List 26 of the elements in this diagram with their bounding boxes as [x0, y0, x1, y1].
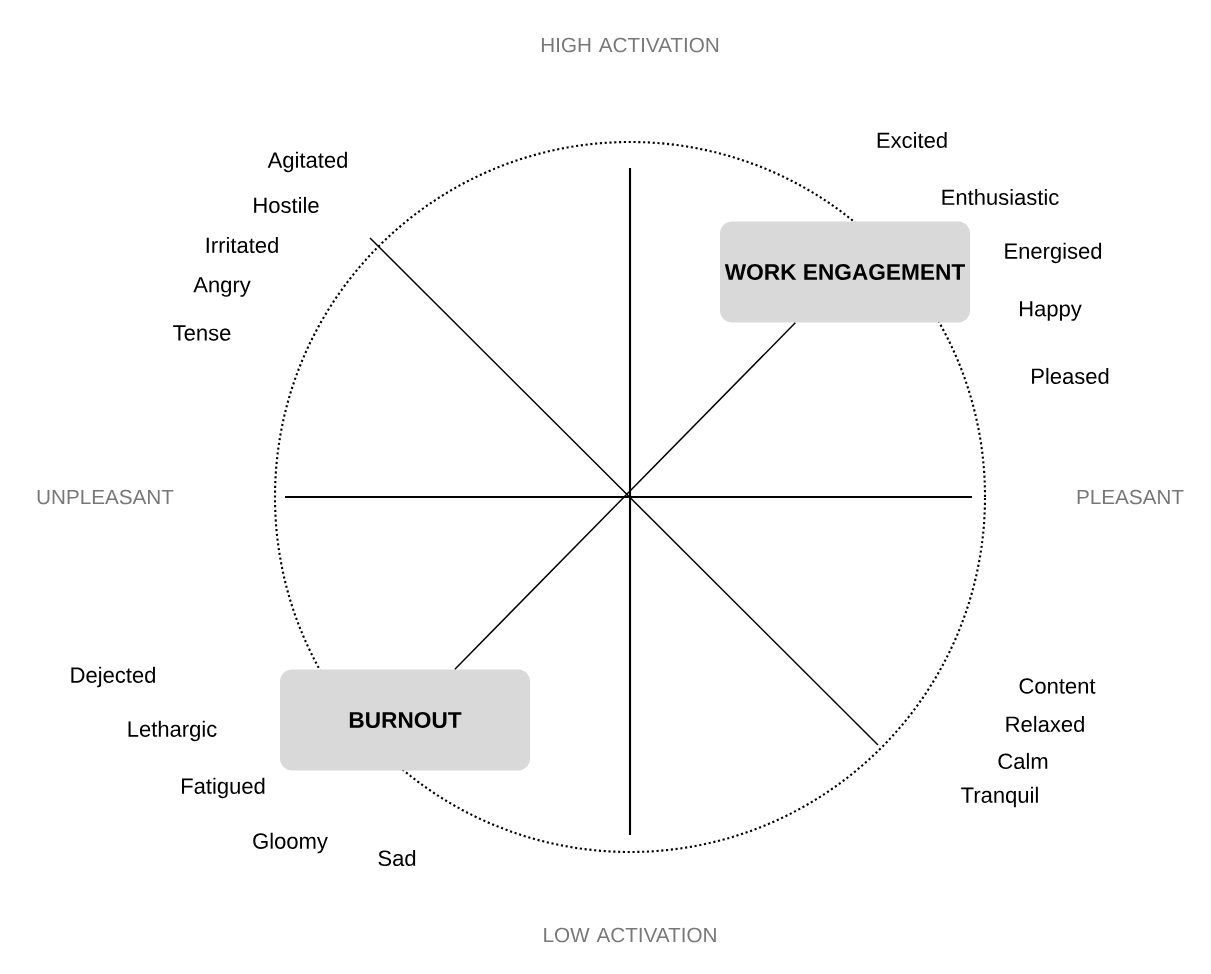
axis-label: LOW ACTIVATION: [544, 927, 716, 943]
emotion-label: Enthusiastic: [942, 188, 1059, 206]
emotion-label: Lethargic: [128, 720, 217, 742]
emotion-label: Dejected: [71, 666, 155, 688]
axis-label: UNPLEASANT: [37, 489, 174, 505]
emotion-label: Fatigued: [182, 777, 265, 799]
emotion-label: Excited: [877, 131, 947, 149]
state-box: WORK ENGAGEMENT: [720, 221, 970, 323]
axis-label: HIGH ACTIVATION: [541, 37, 719, 53]
emotion-label: Relaxed: [1006, 715, 1084, 733]
emotion-label: Happy: [1020, 301, 1082, 321]
emotion-label: Tranquil: [961, 786, 1038, 808]
emotion-label: Gloomy: [253, 832, 328, 854]
diagonal-line: [454, 322, 797, 670]
emotion-label: Hostile: [254, 196, 319, 214]
emotion-label: Pleased: [1032, 367, 1109, 385]
emotion-label: Sad: [378, 849, 416, 867]
emotion-label: Energised: [1005, 242, 1102, 264]
emotion-label: Irritated: [206, 236, 278, 254]
emotion-label: Calm: [998, 752, 1048, 770]
axis-label: PLEASANT: [1077, 489, 1184, 505]
emotion-label: Angry: [193, 277, 251, 297]
state-box: BURNOUT: [280, 669, 530, 771]
emotion-label: Content: [1019, 678, 1096, 694]
emotion-label: Tense: [173, 325, 231, 341]
emotion-label: Agitated: [267, 151, 347, 173]
